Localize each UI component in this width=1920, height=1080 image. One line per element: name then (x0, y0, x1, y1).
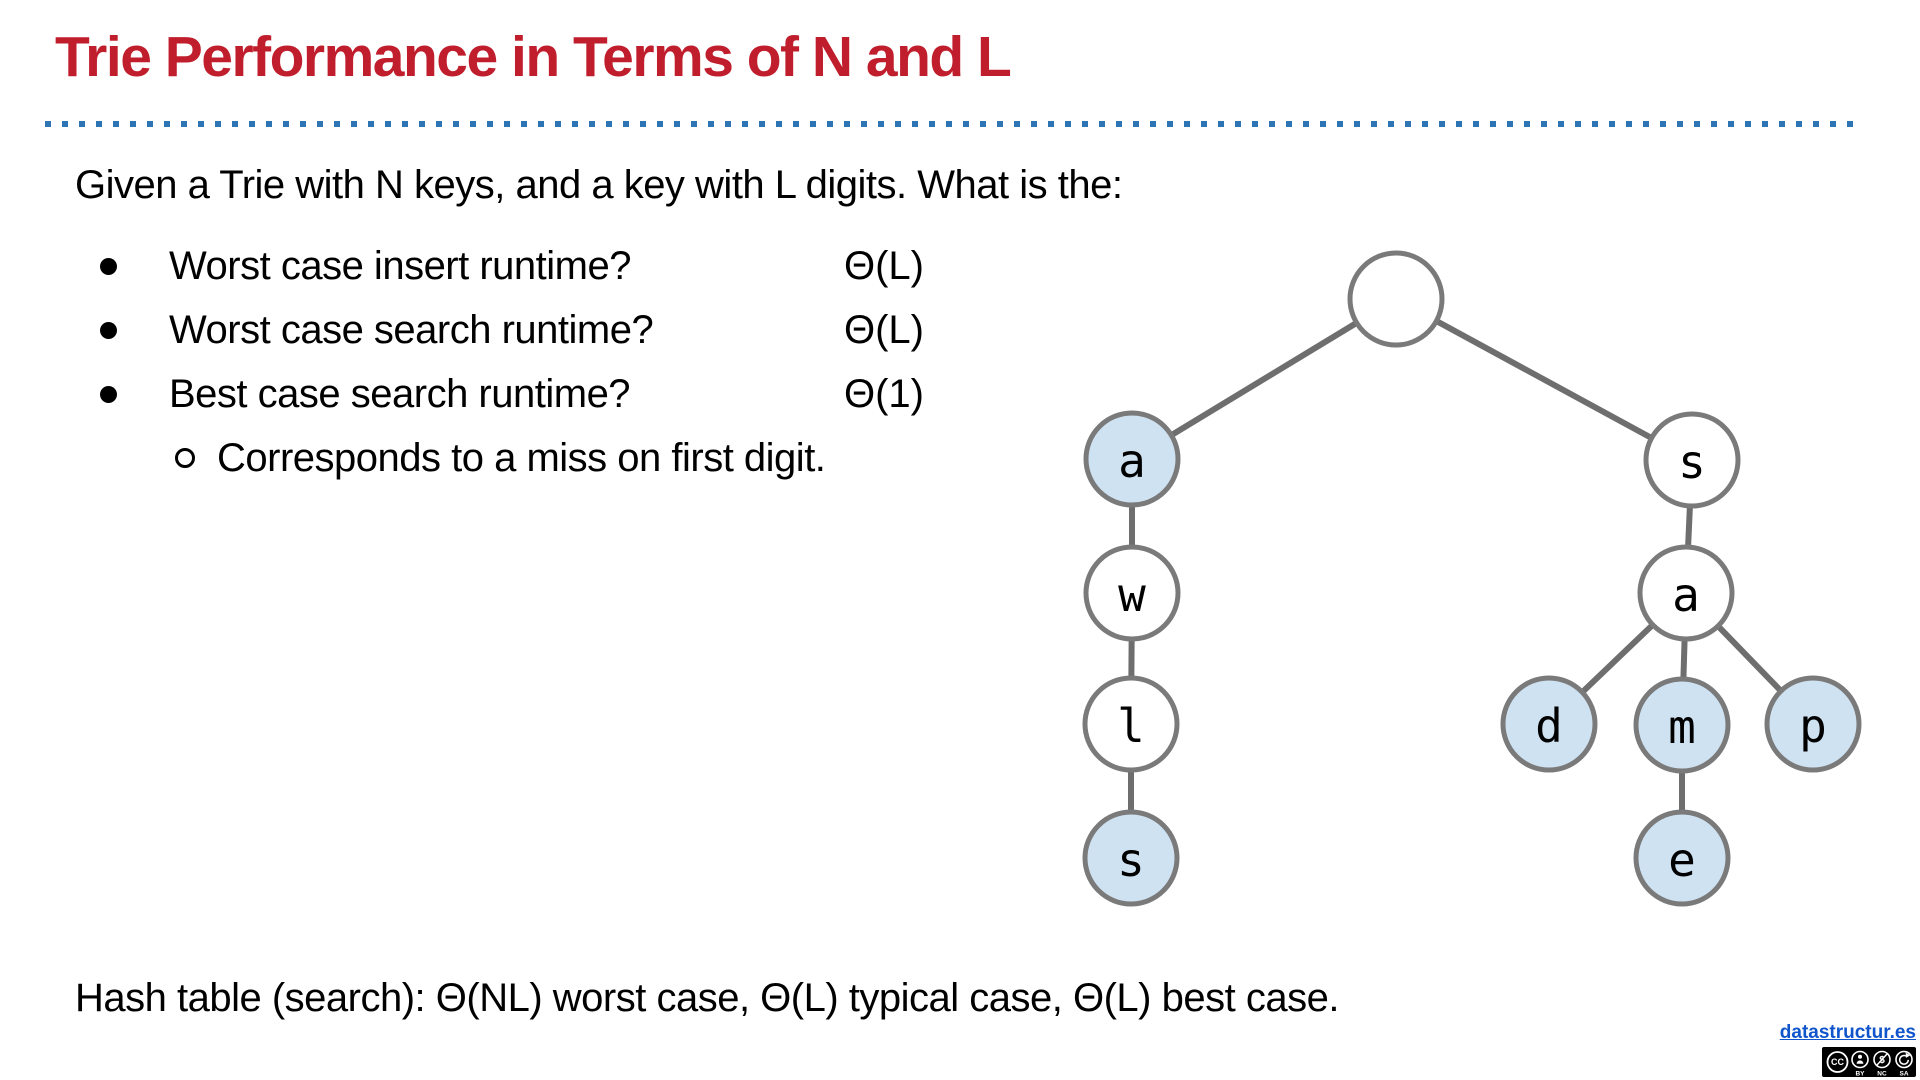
bullet-list: Worst case insert runtime? Θ(L) Worst ca… (75, 234, 1075, 490)
trie-node-s1: s (1643, 411, 1741, 509)
trie-node-e: e (1633, 809, 1731, 907)
sa-icon: SA (1895, 1050, 1913, 1078)
bullet-dot-icon (100, 257, 117, 275)
svg-text:$: $ (1879, 1055, 1885, 1066)
trie-node-d: d (1500, 675, 1598, 773)
by-icon-label: BY (1855, 1071, 1865, 1078)
by-icon: BY (1851, 1050, 1869, 1078)
hash-table-note: Hash table (search): Θ(NL) worst case, Θ… (75, 976, 1339, 1020)
nc-icon: $ NC (1873, 1050, 1891, 1078)
bullet-label: Best case search runtime? (169, 371, 631, 416)
trie-node-label: p (1799, 699, 1827, 753)
cc-icon: CC (1826, 1051, 1849, 1073)
sa-icon-label: SA (1899, 1071, 1908, 1078)
trie-node-root (1347, 250, 1445, 348)
trie-node-m: m (1633, 676, 1731, 774)
trie-node-label: s (1117, 833, 1145, 887)
cc-icon-label: CC (1831, 1057, 1844, 1067)
page-title: Trie Performance in Terms of N and L (55, 25, 1012, 89)
bullet-dot-icon (100, 385, 117, 403)
sub-bullet-label: Corresponds to a miss on first digit. (217, 435, 826, 480)
trie-node-label: e (1668, 833, 1696, 887)
trie-node-label: a (1672, 568, 1700, 622)
list-item: Best case search runtime? Θ(1) (75, 362, 1075, 426)
trie-node-label: w (1118, 568, 1146, 622)
trie-node-s2: s (1082, 809, 1180, 907)
list-item: Worst case search runtime? Θ(L) (75, 298, 1075, 362)
bullet-answer: Θ(L) (844, 243, 924, 288)
trie-node-w: w (1083, 544, 1181, 642)
bullet-answer: Θ(1) (844, 371, 924, 416)
bullet-label: Worst case insert runtime? (169, 243, 631, 288)
trie-node-p: p (1764, 675, 1862, 773)
trie-node-l: l (1082, 675, 1180, 773)
title-divider (45, 121, 1863, 127)
nc-icon-label: NC (1877, 1071, 1887, 1078)
intro-text: Given a Trie with N keys, and a key with… (75, 163, 1123, 207)
trie-edge (1394, 296, 1694, 463)
bullet-label: Worst case search runtime? (169, 307, 654, 352)
bullet-answer: Θ(L) (844, 307, 924, 352)
hollow-bullet-icon (175, 448, 195, 468)
datastructur-link[interactable]: datastructur.es (1779, 1022, 1916, 1043)
list-item-sub: Corresponds to a miss on first digit. (75, 426, 1075, 490)
list-item: Worst case insert runtime? Θ(L) (75, 234, 1075, 298)
trie-node-label: d (1535, 699, 1563, 753)
license-badge-background (1822, 1047, 1916, 1077)
trie-node-label: a (1118, 434, 1146, 488)
trie-node-a1: a (1083, 410, 1181, 508)
bullet-dot-icon (100, 321, 117, 339)
trie-node-label: l (1117, 699, 1145, 753)
trie-edge (1130, 296, 1398, 462)
cc-license-badge[interactable]: CC BY $ NC SA (1822, 1047, 1916, 1077)
trie-node-label: s (1678, 435, 1706, 489)
trie-node-label: m (1668, 700, 1696, 754)
trie-node-a2: a (1637, 544, 1735, 642)
